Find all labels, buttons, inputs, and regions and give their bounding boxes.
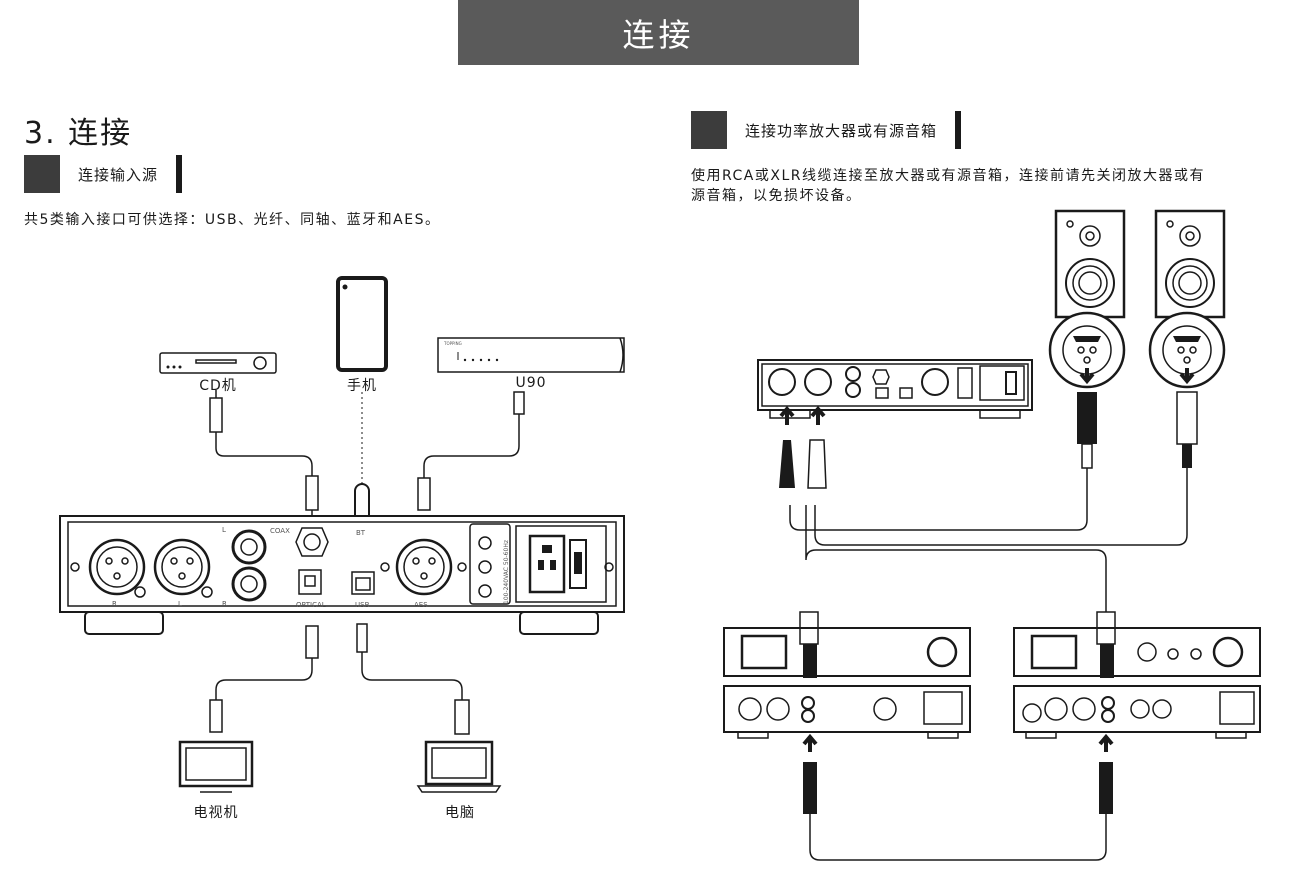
rca-r-label: R <box>222 600 227 608</box>
section-title: 3. 连接 <box>24 116 133 151</box>
aes-label: AES <box>414 601 428 609</box>
left-speaker-icon <box>1054 209 1126 319</box>
amplifier-left-icon <box>723 627 971 739</box>
voltage-label: 100-240VAC 50-60Hz <box>503 540 510 604</box>
tag-square <box>691 111 727 149</box>
speaker-xlr-cables <box>789 391 1198 546</box>
amplifier-tag: 连接功率放大器或有源音箱 <box>691 111 962 149</box>
cd-player-label: CD机 <box>199 378 237 394</box>
rca-l-label: L <box>222 526 226 534</box>
coax-label: COAX <box>270 527 290 535</box>
u90-device-icon: TOPPING <box>437 337 625 373</box>
phone-label: 手机 <box>347 378 377 394</box>
amplifier-description-line2: 源音箱，以免损坏设备。 <box>691 188 862 204</box>
tag-label: 连接输入源 <box>78 165 159 184</box>
optical-label: OPTICAL <box>296 601 326 609</box>
amplifier-rca-cables <box>799 505 1116 861</box>
tag-bar <box>176 155 183 193</box>
laptop-icon <box>416 740 502 793</box>
coax-cable <box>209 390 319 520</box>
aes-cable <box>417 391 525 511</box>
u90-brand-text: TOPPING <box>443 341 462 346</box>
input-description: 共5类输入接口可供选择：USB、光纤、同轴、蓝牙和AES。 <box>24 212 441 228</box>
usb-label: USB <box>355 601 370 609</box>
amplifier-description-line1: 使用RCA或XLR线缆连接至放大器或有源音箱，连接前请先关闭放大器或有 <box>691 168 1205 184</box>
tag-bar <box>955 111 962 149</box>
right-speaker-icon <box>1154 209 1226 319</box>
pc-label: 电脑 <box>445 805 475 821</box>
tag-label: 连接功率放大器或有源音箱 <box>745 121 938 140</box>
dac-top-panel <box>757 359 1033 489</box>
bt-label: BT <box>356 529 366 537</box>
usb-cable <box>356 623 470 735</box>
optical-cable <box>209 625 319 733</box>
tag-square <box>24 155 60 193</box>
cd-player-icon <box>159 352 277 374</box>
dac-back-panel <box>59 515 625 635</box>
input-source-tag: 连接输入源 <box>24 155 183 193</box>
amplifier-right-icon <box>1013 627 1261 739</box>
page-banner: 连接 <box>458 0 859 65</box>
tv-label: 电视机 <box>193 805 239 821</box>
xlr-r-label: R <box>112 600 117 608</box>
u90-label: U90 <box>515 375 547 391</box>
banner-title: 连接 <box>622 15 695 54</box>
tv-icon <box>178 740 254 793</box>
phone-icon <box>336 276 388 372</box>
xlr-l-label: L <box>178 600 182 608</box>
speaker-xlr-inputs <box>1048 311 1226 389</box>
